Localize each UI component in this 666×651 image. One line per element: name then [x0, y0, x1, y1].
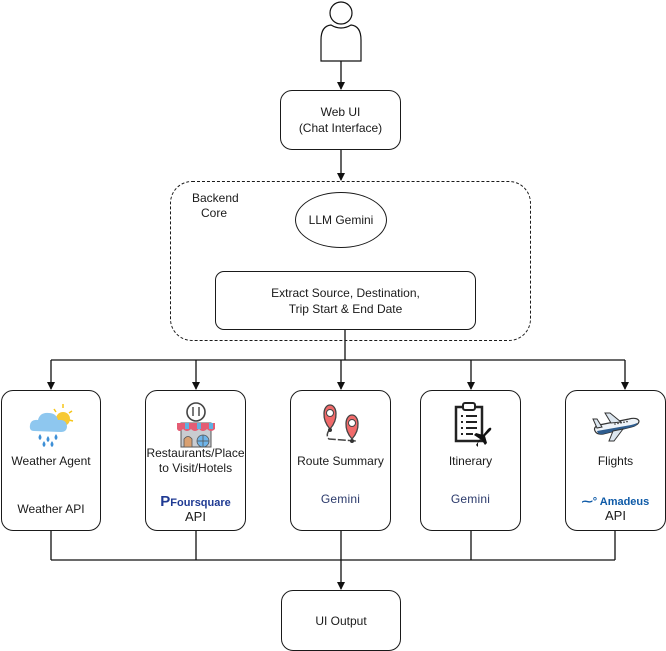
restaurants-title: Restaurants/Place to Visit/Hotels — [146, 446, 245, 475]
amadeus-logo: ⁓° Amadeus — [581, 496, 650, 508]
extract-line1: Extract Source, Destination, — [271, 285, 420, 300]
foursquare-logo: PFoursquare — [160, 493, 231, 510]
web-ui-box: Web UI (Chat Interface) — [280, 90, 401, 150]
route-map-pins-icon — [322, 404, 359, 443]
weather-rain-sun-icon — [29, 404, 74, 447]
backend-core-label: Backend Core — [192, 191, 239, 220]
flights-title: Flights — [597, 454, 634, 468]
airplane-icon — [591, 412, 640, 442]
itinerary-card: Itinerary Gemini — [420, 390, 521, 531]
weather-api-label: Weather API — [17, 502, 85, 516]
weather-agent-card: Weather Agent Weather API — [1, 390, 101, 531]
clipboard-flight-icon — [454, 402, 491, 447]
foursquare-api-label: PFoursquare API — [146, 493, 245, 524]
route-summary-card: Route Summary Gemini — [290, 390, 391, 531]
restaurant-storefront-icon — [176, 402, 215, 448]
gemini-logo: Gemini — [320, 492, 361, 506]
backend-core-container — [170, 181, 531, 341]
gemini-logo: Gemini — [450, 492, 491, 506]
flights-card: Flights ⁓° Amadeus API — [565, 390, 666, 531]
itinerary-title: Itinerary — [448, 454, 493, 468]
user-icon — [320, 1, 362, 62]
extract-line2: Trip Start & End Date — [288, 301, 403, 316]
extract-box: Extract Source, Destination, Trip Start … — [215, 271, 476, 330]
amadeus-api-label: ⁓° Amadeus API — [566, 495, 665, 523]
restaurants-card: Restaurants/Place to Visit/Hotels PFours… — [145, 390, 246, 531]
ui-output-label: UI Output — [315, 613, 367, 628]
weather-agent-title: Weather Agent — [11, 454, 91, 468]
llm-gemini-node: LLM Gemini — [295, 192, 387, 248]
route-summary-title: Route Summary — [297, 454, 384, 468]
web-ui-title: Web UI — [320, 105, 361, 119]
web-ui-subtitle: (Chat Interface) — [298, 121, 383, 135]
ui-output-box: UI Output — [281, 590, 401, 651]
